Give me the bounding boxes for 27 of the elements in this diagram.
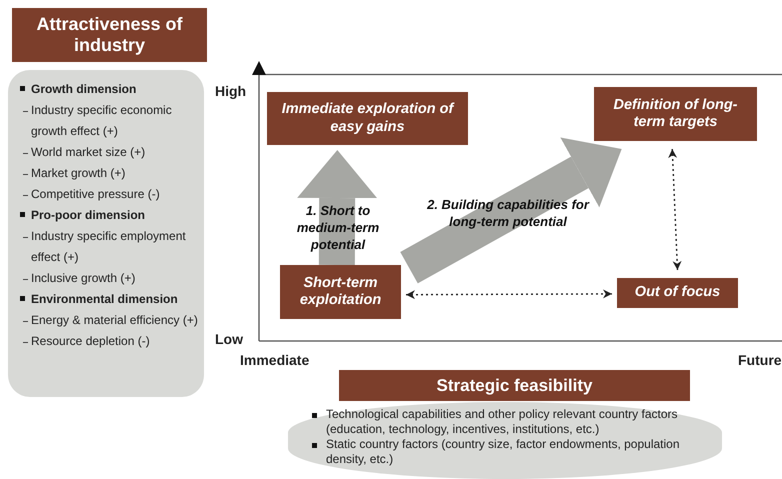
category-heading: Pro-poor dimension: [31, 207, 146, 224]
factor-text: Static country factors (country size, factor endowments, population density, etc.): [326, 437, 681, 467]
criterion-text: Market growth (+): [31, 165, 126, 182]
strategy-box: Definition of long-term targets: [594, 87, 757, 141]
block-arrow: [297, 150, 378, 266]
dotted-arrow: [668, 148, 682, 270]
factor-text: Technological capabilities and other policy relevant country factors (education, technology, incentives, institutions, etc.): [326, 407, 679, 437]
criterion-text: Competitive pressure (-): [31, 186, 161, 203]
dotted-arrow: [406, 289, 612, 300]
heading-banner: Attractiveness of industry: [12, 8, 207, 62]
axis-label: Low: [215, 331, 243, 347]
axis-label: High: [215, 83, 246, 99]
category-heading: Environmental dimension: [31, 291, 179, 308]
strategy-box: Out of focus: [617, 278, 738, 308]
strategy-box: Short-term exploitation: [280, 265, 401, 319]
criterion-text: Resource depletion (-): [31, 333, 151, 350]
strategy-box: Immediate exploration of easy gains: [267, 92, 468, 145]
criterion-text: Industry specific employment effect (+): [31, 228, 187, 266]
category-heading: Growth dimension: [31, 81, 138, 98]
criterion-text: Industry specific economic growth effect (+): [31, 102, 173, 140]
axis-label: Future: [738, 352, 782, 368]
criterion-text: Inclusive growth (+): [31, 270, 136, 287]
heading-banner: Strategic feasibility: [339, 370, 690, 401]
criterion-text: World market size (+): [31, 144, 146, 161]
axis-label: Immediate: [240, 352, 310, 368]
criterion-text: Energy & material efficiency (+): [31, 312, 199, 329]
criteria-panel: [8, 70, 204, 397]
